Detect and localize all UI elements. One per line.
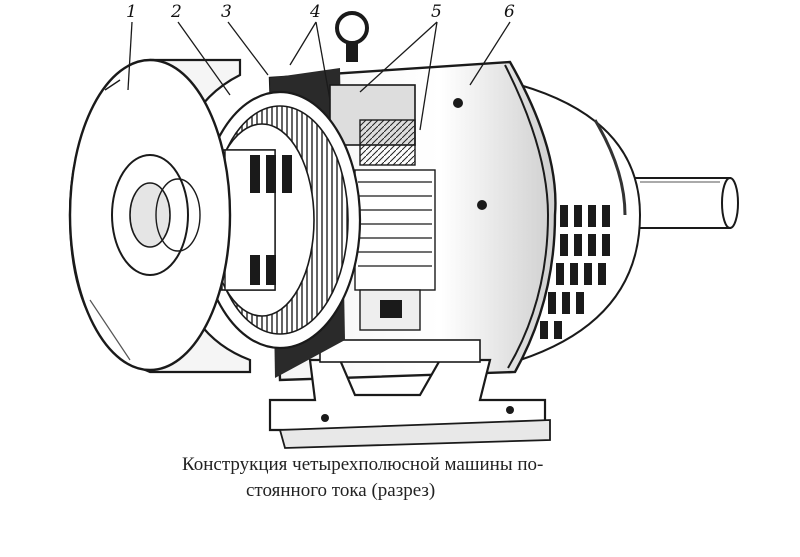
figure-caption: Конструкция четырехполюсной машины по- с… — [170, 452, 730, 504]
lifting-eye-bolt — [335, 11, 369, 62]
callout-leaders — [127, 21, 511, 131]
callout-2: 2 — [171, 2, 182, 22]
callout-1: 1 — [126, 2, 137, 22]
callout-5: 5 — [431, 2, 442, 22]
frame-bolt-upper — [453, 98, 463, 108]
stator-winding — [354, 169, 436, 291]
callout-6: 6 — [504, 2, 515, 22]
callout-3: 3 — [221, 2, 232, 22]
caption-line-2: стоянного тока (разрез) — [246, 480, 436, 501]
frame-bolt-lower — [477, 200, 487, 210]
front-end-shield — [68, 58, 252, 374]
caption-line-1: Конструкция четырехполюсной машины по- — [182, 454, 544, 475]
ventilation-grille — [540, 205, 610, 339]
mounting-feet — [268, 339, 551, 449]
callout-4: 4 — [310, 2, 321, 22]
